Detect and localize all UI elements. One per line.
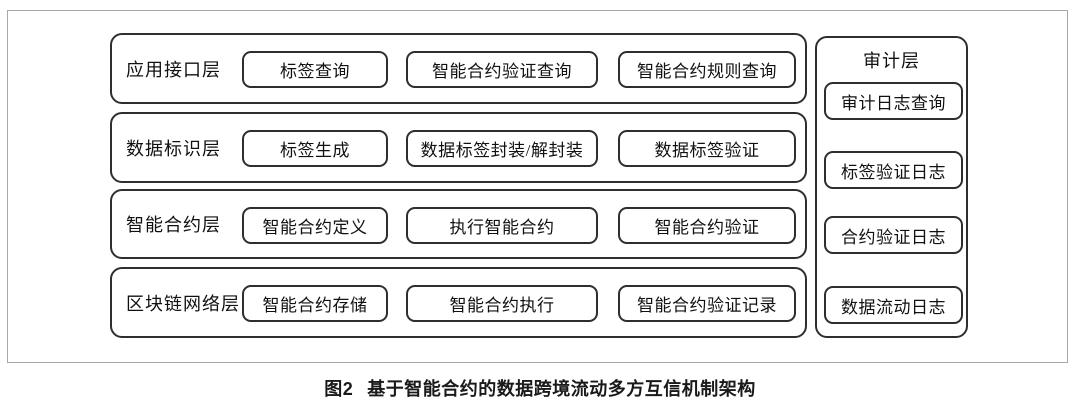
audit-layer-title: 审计层: [863, 51, 920, 71]
module-box-contract-rule-query: 智能合约规则查询: [618, 51, 796, 88]
module-box-contract-verify-query: 智能合约验证查询: [406, 51, 598, 88]
layer-row-blockchain-network: 区块链网络层 智能合约存储 智能合约执行 智能合约验证记录: [110, 267, 807, 338]
layer-label-application-interface: 应用接口层: [126, 59, 221, 80]
module-box-tag-generation: 标签生成: [242, 130, 388, 167]
module-box-contract-verify-record: 智能合约验证记录: [618, 285, 796, 322]
module-box-contract-execution: 智能合约执行: [406, 285, 598, 322]
figure-caption: 图2 基于智能合约的数据跨境流动多方互信机制架构: [0, 375, 1080, 401]
module-box-contract-storage: 智能合约存储: [242, 285, 388, 322]
layer-row-smart-contract: 智能合约层 智能合约定义 执行智能合约 智能合约验证: [110, 189, 807, 259]
figure-caption-text: 基于智能合约的数据跨境流动多方互信机制架构: [367, 379, 756, 399]
figure-caption-number: 图2: [324, 379, 354, 399]
module-box-tag-verification: 数据标签验证: [618, 130, 796, 167]
module-box-contract-verification: 智能合约验证: [618, 207, 796, 244]
layer-label-data-labeling: 数据标识层: [126, 138, 221, 159]
layer-label-smart-contract: 智能合约层: [126, 215, 221, 235]
audit-box-tag-verify-log: 标签验证日志: [824, 151, 963, 189]
audit-box-data-flow-log: 数据流动日志: [824, 286, 963, 324]
layer-label-blockchain-network: 区块链网络层: [126, 293, 240, 314]
audit-box-contract-verify-log: 合约验证日志: [824, 216, 963, 254]
audit-box-log-query: 审计日志查询: [824, 82, 963, 120]
layer-row-application-interface: 应用接口层 标签查询 智能合约验证查询 智能合约规则查询: [110, 33, 807, 104]
layer-row-data-labeling: 数据标识层 标签生成 数据标签封装/解封装 数据标签验证: [110, 112, 807, 183]
module-box-tag-query: 标签查询: [242, 51, 388, 88]
module-box-contract-definition: 智能合约定义: [242, 207, 388, 244]
module-box-contract-execution-run: 执行智能合约: [406, 207, 598, 244]
audit-layer-panel: 审计层 审计日志查询 标签验证日志 合约验证日志 数据流动日志: [815, 36, 968, 338]
module-box-tag-encapsulation: 数据标签封装/解封装: [406, 130, 598, 167]
